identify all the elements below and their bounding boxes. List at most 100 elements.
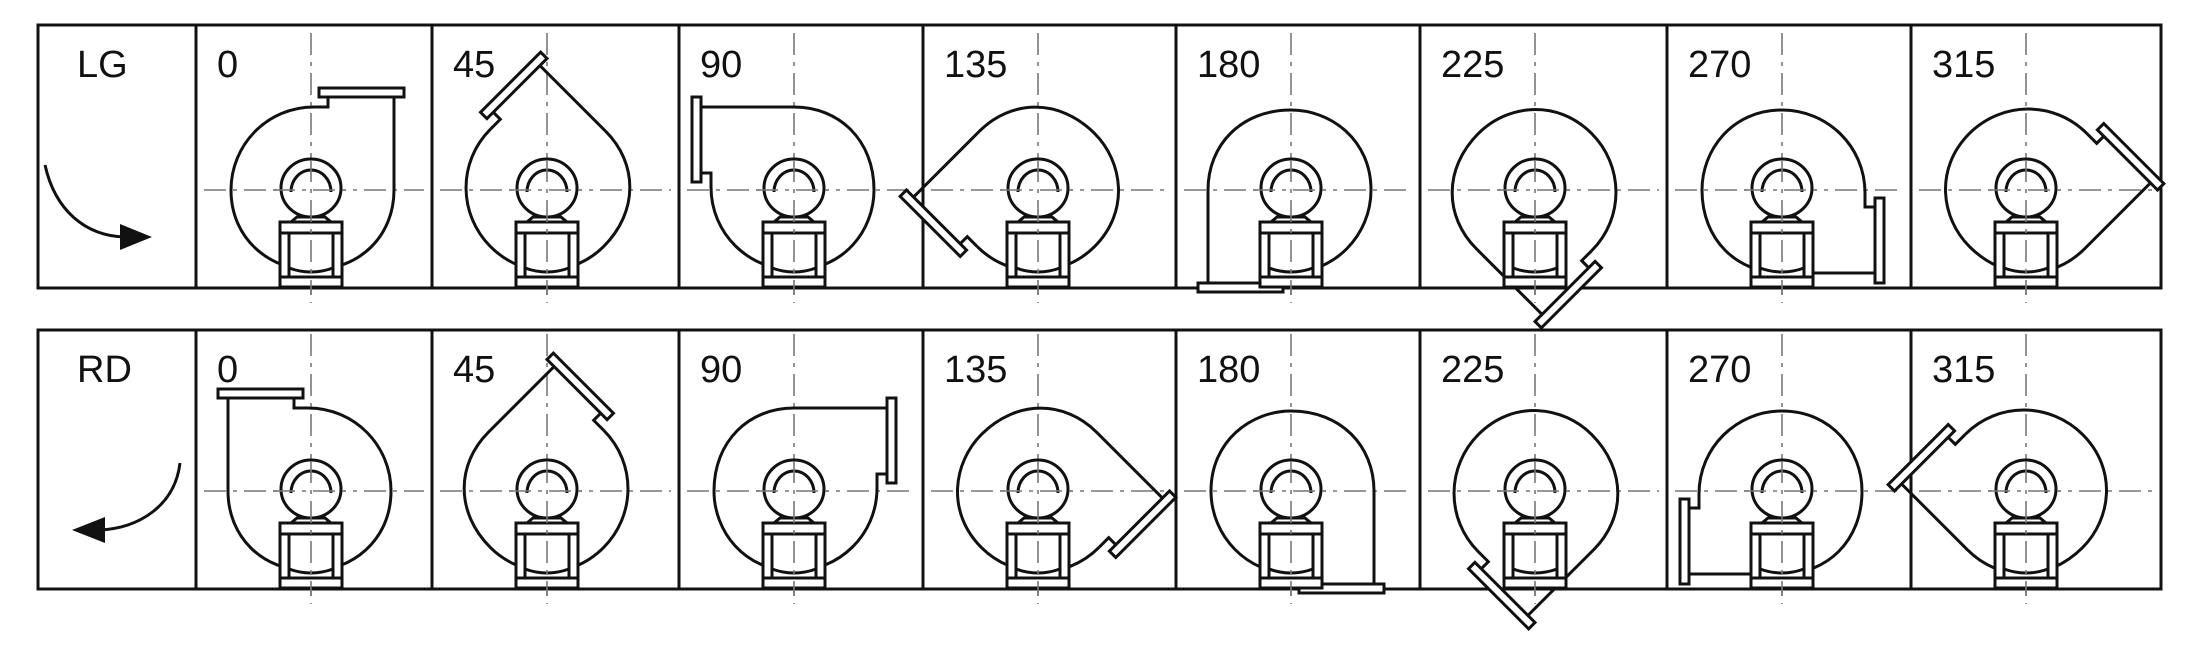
rotation-code: LG (77, 44, 128, 86)
housing-outline (712, 406, 887, 573)
motor-pedestal (1000, 157, 1076, 295)
angle-label: 90 (700, 44, 742, 86)
angle-label: 45 (453, 349, 495, 391)
cutoff-notch (1947, 433, 1967, 447)
arrowhead-icon (72, 517, 105, 543)
housing-outline (1450, 108, 1618, 316)
angle-label: 0 (217, 349, 238, 391)
motor-pedestal (509, 458, 585, 596)
outlet-flange (885, 396, 898, 485)
orientation-cell-rd-90: 90 (677, 328, 925, 604)
counterclockwise-arrow-icon (99, 462, 182, 532)
housing-outline (229, 97, 396, 272)
orientation-row-rd: RD 0 45 90 135 180 225 270 315 (36, 328, 2163, 632)
housing-outline (1206, 108, 1373, 283)
orientation-cell-rd-315: 315 (1885, 328, 2163, 604)
housing-outline (1209, 409, 1376, 584)
orientation-cell-lg-315: 315 (1909, 23, 2167, 303)
angle-label: 225 (1441, 349, 1504, 391)
motor-pedestal (273, 458, 349, 596)
orientation-cell-lg-45: 45 (430, 23, 681, 303)
rotation-key-cell: LG (36, 23, 198, 290)
angle-label: 90 (700, 349, 742, 391)
angle-label: 315 (1932, 44, 1995, 86)
angle-label: 135 (944, 44, 1007, 86)
angle-label: 180 (1197, 349, 1260, 391)
angle-label: 270 (1688, 44, 1751, 86)
angle-label: 270 (1688, 349, 1751, 391)
orientation-cell-rd-0: 0 (194, 328, 434, 604)
angle-label: 315 (1932, 349, 1995, 391)
outlet-flange (1466, 560, 1538, 632)
outlet-flange (1873, 196, 1886, 285)
motor-pedestal (1988, 458, 2064, 596)
outlet-flange (2095, 121, 2167, 193)
angle-label: 45 (453, 44, 495, 86)
orientation-cell-lg-0: 0 (194, 23, 434, 303)
motor-pedestal (509, 157, 585, 295)
orientation-cell-rd-135: 135 (921, 328, 1179, 604)
cutoff-notch (1689, 494, 1701, 510)
housing-outline (1700, 108, 1875, 275)
outlet-flange (1532, 259, 1604, 331)
cutoff-notch (1097, 535, 1117, 549)
outlet-flange (1885, 422, 1957, 494)
clockwise-arrow-icon (43, 164, 126, 239)
orientation-cell-lg-135: 135 (897, 23, 1178, 303)
cutoff-notch (701, 171, 713, 187)
cutoff-notch (2085, 132, 2105, 146)
motor-pedestal (756, 458, 832, 596)
motor-pedestal (273, 157, 349, 295)
outlet-flange (1678, 497, 1691, 586)
motor-pedestal (1497, 157, 1573, 295)
motor-pedestal (1744, 458, 1820, 596)
orientation-cell-lg-270: 270 (1665, 23, 1913, 303)
rotation-key-cell: RD (36, 328, 198, 591)
scroll-housing (690, 95, 876, 272)
housing-outline (1689, 409, 1864, 576)
orientation-cell-rd-45: 45 (430, 328, 681, 604)
cutoff-notch (1477, 550, 1491, 570)
outlet-flange (317, 86, 406, 99)
motor-pedestal (756, 157, 832, 295)
angle-label: 225 (1441, 44, 1504, 86)
angle-label: 0 (217, 44, 238, 86)
housing-outline (226, 398, 393, 573)
orientation-cell-lg-180: 180 (1174, 23, 1422, 303)
motor-pedestal (1253, 157, 1329, 295)
rotation-code: RD (77, 349, 132, 391)
cutoff-notch (1863, 193, 1875, 209)
angle-label: 180 (1197, 44, 1260, 86)
orientation-row-lg: LG 0 45 90 135 180 225 270 315 (36, 23, 2167, 331)
scroll-housing (216, 387, 393, 573)
angle-label: 135 (944, 349, 1007, 391)
motor-pedestal (1744, 157, 1820, 295)
orientation-cell-rd-225: 225 (1418, 328, 1669, 632)
outlet-flange (544, 350, 616, 422)
outlet-flange (478, 49, 550, 121)
motor-pedestal (1253, 458, 1329, 596)
outlet-flange (216, 387, 305, 400)
orientation-cell-rd-180: 180 (1174, 328, 1422, 604)
scroll-housing (1700, 108, 1886, 285)
motor-pedestal (1000, 458, 1076, 596)
outlet-flange (897, 187, 969, 259)
orientation-cell-lg-225: 225 (1418, 23, 1669, 331)
orientation-cell-lg-90: 90 (677, 23, 925, 303)
scroll-housing (229, 86, 406, 272)
scroll-housing (1450, 108, 1618, 331)
cutoff-notch (489, 111, 503, 131)
housing-outline (1452, 409, 1620, 617)
motor-pedestal (1988, 157, 2064, 295)
outlet-flange (1107, 488, 1179, 560)
cutoff-notch (292, 398, 308, 410)
cutoff-notch (959, 234, 979, 248)
cutoff-notch (1579, 249, 1593, 269)
cutoff-notch (314, 97, 330, 109)
outlet-flange (690, 95, 703, 184)
arrowhead-icon (120, 224, 152, 250)
housing-outline (701, 105, 876, 272)
motor-pedestal (1497, 458, 1573, 596)
cutoff-notch (875, 472, 887, 488)
scroll-housing (712, 396, 898, 573)
